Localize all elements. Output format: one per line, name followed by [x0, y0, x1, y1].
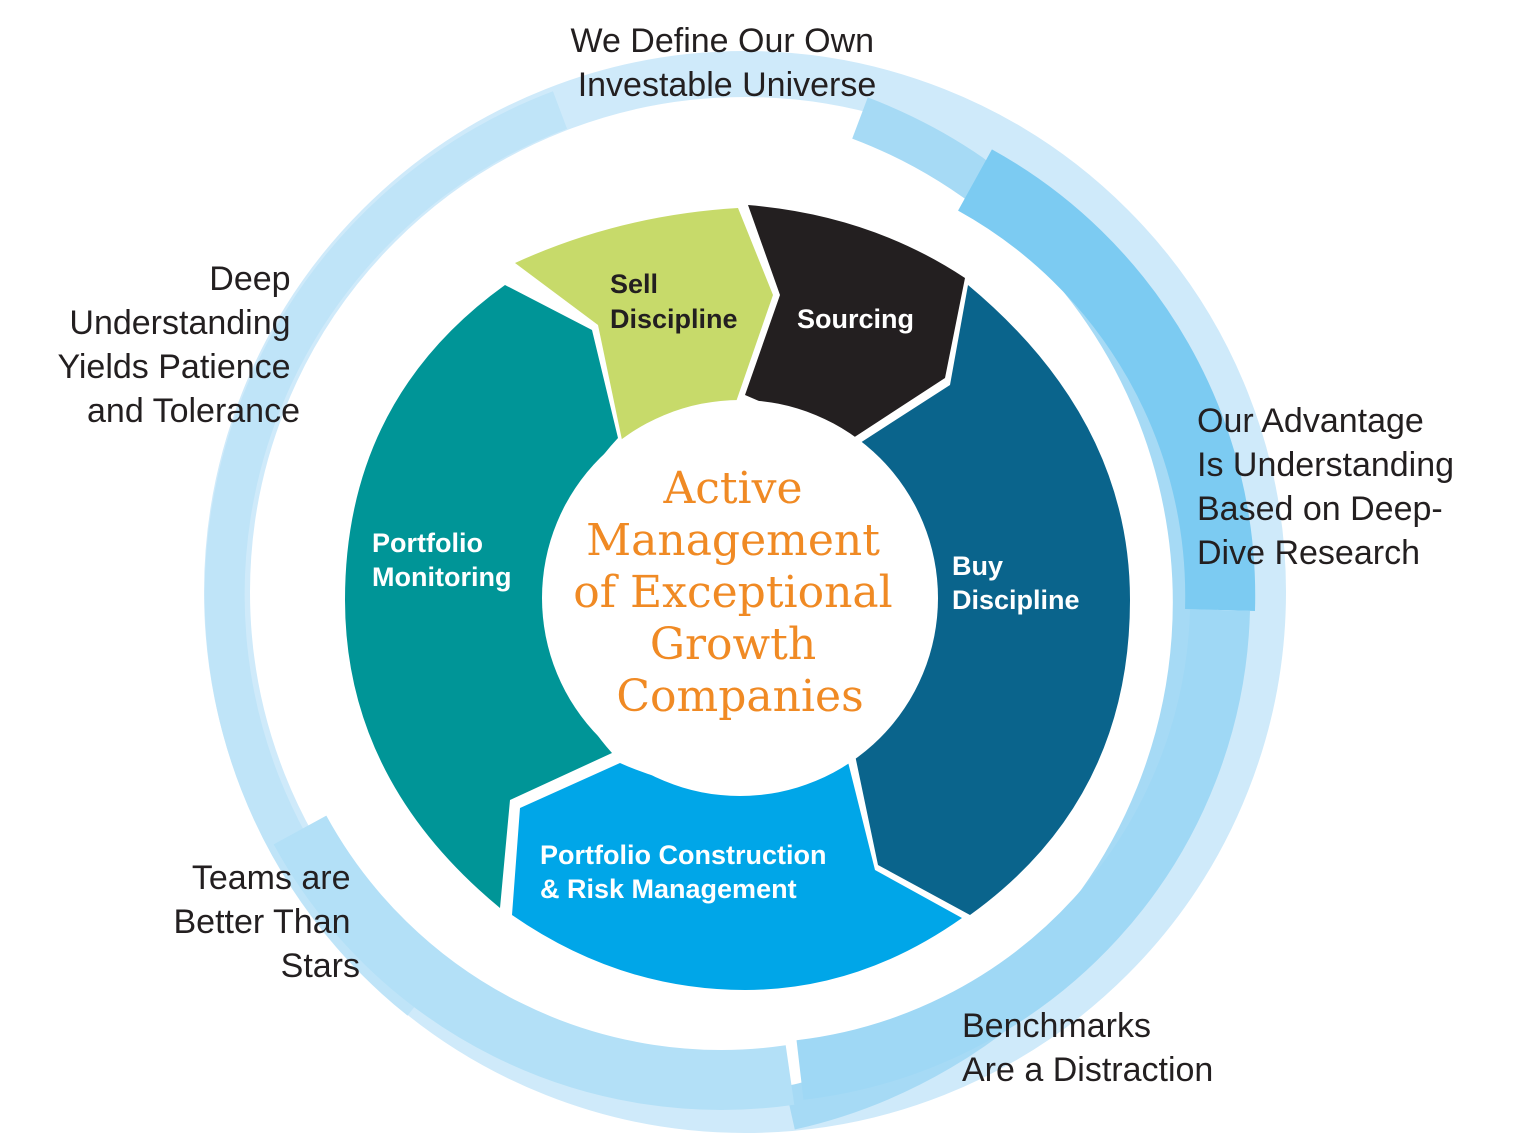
- top-line-2: Investable Universe: [578, 66, 877, 104]
- buy-line-2: Discipline: [952, 585, 1080, 615]
- outer-ring-band-right-dark: [957, 149, 1256, 612]
- label-buy-discipline: Buy Discipline: [952, 551, 1080, 615]
- center-line-1: Active: [662, 463, 802, 514]
- sell-line-1: Sell: [610, 269, 658, 299]
- segment-monitoring: [345, 285, 618, 908]
- left-line-2: Understanding: [69, 304, 290, 342]
- label-monitoring: Portfolio Monitoring: [372, 528, 511, 592]
- construction-line-2: & Risk Management: [540, 874, 797, 904]
- sell-line-2: Discipline: [610, 304, 738, 334]
- outer-label-top: We Define Our Own Investable Universe: [570, 22, 883, 104]
- construction-line-1: Portfolio Construction: [540, 840, 826, 870]
- center-title: Active Management of Exceptional Growth …: [573, 463, 906, 722]
- outer-label-bottom-left: Teams are Better Than Stars: [174, 859, 361, 985]
- segment-sell-discipline: [515, 208, 773, 440]
- label-sourcing: Sourcing: [797, 304, 914, 334]
- bottom-left-line-2: Better Than: [174, 903, 351, 941]
- monitoring-line-1: Portfolio: [372, 528, 483, 558]
- label-construction: Portfolio Construction & Risk Management: [540, 840, 834, 904]
- center-line-4: Growth: [650, 619, 816, 670]
- top-line-1: We Define Our Own: [570, 22, 874, 60]
- left-line-4: and Tolerance: [87, 392, 300, 430]
- segment-buy-discipline: [855, 285, 1130, 915]
- center-line-2: Management: [586, 515, 880, 566]
- outer-ring-band-lower: [796, 609, 1250, 1100]
- right-line-1: Our Advantage: [1197, 402, 1424, 440]
- left-line-3: Yields Patience: [57, 348, 290, 386]
- segment-construction: [512, 762, 962, 990]
- outer-label-left: Deep Understanding Yields Patience and T…: [57, 260, 300, 430]
- outer-ring-band-bottom-left: [273, 815, 795, 1110]
- bottom-right-line-2: Are a Distraction: [962, 1051, 1213, 1089]
- segment-sourcing: [745, 205, 965, 440]
- label-sell-discipline: Sell Discipline: [610, 269, 738, 334]
- right-line-4: Dive Research: [1197, 534, 1420, 572]
- monitoring-line-2: Monitoring: [372, 562, 511, 592]
- center-line-3: of Exceptional: [573, 567, 892, 618]
- right-line-2: Is Understanding: [1197, 446, 1454, 484]
- center-line-5: Companies: [616, 671, 863, 722]
- right-line-3: Based on Deep-: [1197, 490, 1443, 528]
- bottom-right-line-1: Benchmarks: [962, 1007, 1151, 1045]
- center-circle: [542, 400, 938, 796]
- outer-label-bottom-right: Benchmarks Are a Distraction: [962, 1007, 1213, 1089]
- buy-line-1: Buy: [952, 551, 1003, 581]
- sourcing-line-1: Sourcing: [797, 304, 914, 334]
- bottom-left-line-1: Teams are: [192, 859, 351, 897]
- left-line-1: Deep: [209, 260, 290, 298]
- outer-label-right: Our Advantage Is Understanding Based on …: [1197, 402, 1464, 572]
- bottom-left-line-3: Stars: [281, 947, 360, 985]
